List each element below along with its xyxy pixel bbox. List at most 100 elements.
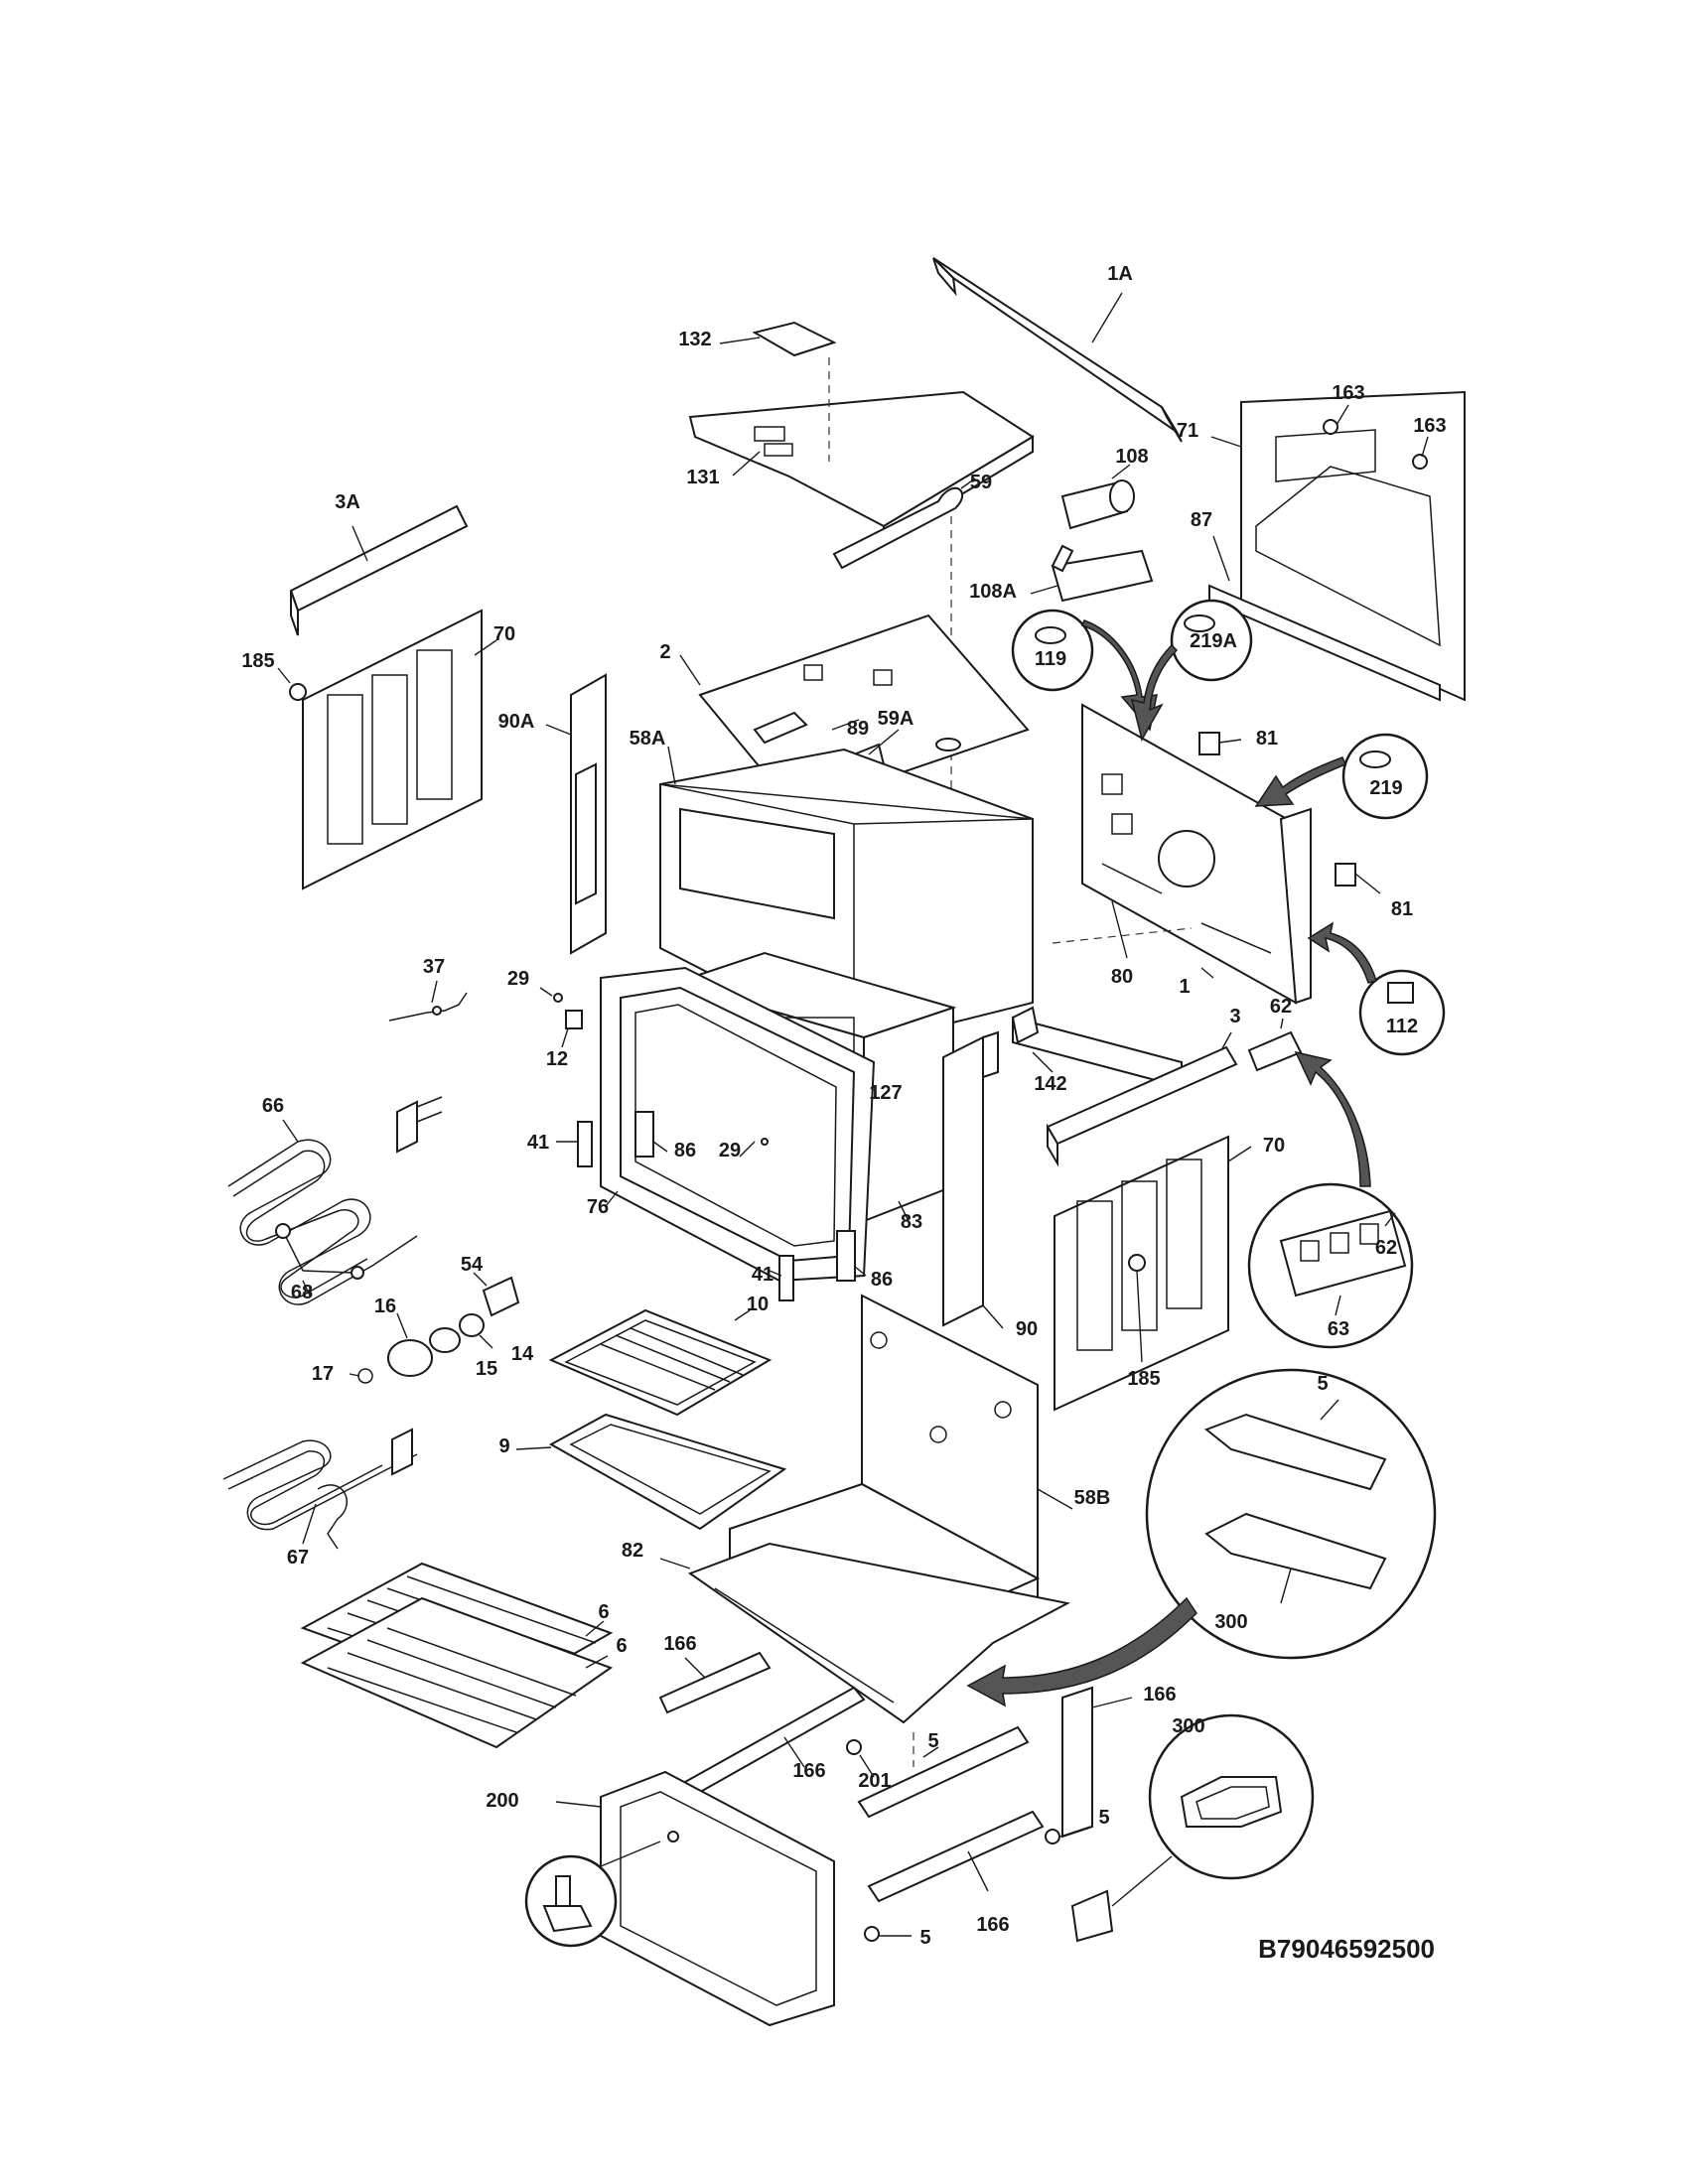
part-label: 119 xyxy=(1035,648,1066,670)
part-side-trim-right xyxy=(1046,1031,1238,1167)
part-lamp-cord xyxy=(349,1368,373,1384)
part-terminal-bracket-lower xyxy=(1335,863,1381,894)
part-bake-element xyxy=(222,1428,418,1550)
part-label: 16 xyxy=(374,1296,396,1317)
part-label: 63 xyxy=(1328,1318,1349,1340)
part-broil-element xyxy=(227,1096,443,1305)
part-label: 9 xyxy=(498,1435,509,1457)
part-label: 86 xyxy=(871,1269,893,1291)
part-label: 81 xyxy=(1256,728,1278,750)
part-drawer-bracket xyxy=(1061,1686,1133,1839)
part-terminal-block xyxy=(1247,1018,1303,1072)
part-lamp-socket xyxy=(473,1272,520,1317)
part-label: 5 xyxy=(1317,1373,1328,1395)
part-leveling-leg-3 xyxy=(864,1926,912,1942)
callout-300 xyxy=(966,1368,1437,1707)
part-label: 66 xyxy=(262,1095,284,1117)
part-label: 2 xyxy=(659,641,670,663)
part-label: 41 xyxy=(752,1264,774,1286)
part-fan-bracket xyxy=(1030,544,1154,603)
diagram-code: B79046592500 xyxy=(1258,1934,1435,1964)
part-label: 108 xyxy=(1115,446,1148,468)
part-drawer-slide-lower xyxy=(867,1810,1045,1903)
part-rear-panel xyxy=(1208,390,1466,702)
part-label: 185 xyxy=(241,650,274,672)
callout-170 xyxy=(1070,1713,1315,1943)
part-label: 166 xyxy=(663,1633,696,1655)
part-label: 62 xyxy=(1270,996,1292,1018)
part-lamp-cover xyxy=(387,1312,461,1377)
part-label: 29 xyxy=(507,968,529,990)
part-label: 10 xyxy=(747,1294,769,1315)
part-lamp-bulb xyxy=(459,1313,493,1349)
part-leveling-leg-1 xyxy=(846,1739,875,1778)
part-label: 3 xyxy=(1229,1006,1240,1027)
part-label: 83 xyxy=(901,1211,922,1233)
part-label: 67 xyxy=(287,1547,309,1569)
part-label: 90A xyxy=(498,711,535,733)
part-label: 81 xyxy=(1391,898,1413,920)
part-label: 6 xyxy=(616,1635,627,1657)
part-label: 71 xyxy=(1177,420,1198,442)
part-label: 142 xyxy=(1034,1073,1066,1095)
part-label: 219A xyxy=(1190,630,1237,652)
part-hinge-lower xyxy=(836,1230,867,1282)
part-label: 1 xyxy=(1179,976,1190,998)
part-door-switch xyxy=(561,1010,583,1048)
part-control-back-panel xyxy=(1052,703,1312,1005)
part-broiler-pan-grid xyxy=(548,1308,773,1417)
part-label: 219 xyxy=(1369,777,1402,799)
part-top-rail xyxy=(932,257,1183,443)
part-label: 112 xyxy=(1386,1016,1418,1037)
part-label: 14 xyxy=(511,1343,534,1365)
part-label: 166 xyxy=(1143,1684,1176,1706)
part-screw-inner xyxy=(739,1138,769,1158)
part-label: 68 xyxy=(291,1282,313,1303)
part-label: 131 xyxy=(686,467,719,488)
part-label: 108A xyxy=(969,581,1017,603)
part-vent-trim xyxy=(1011,1006,1183,1089)
callout-leveling-leg xyxy=(524,1841,661,1948)
part-front-frame-strip xyxy=(898,1030,1004,1329)
part-terminal-bracket-upper xyxy=(1198,732,1242,755)
part-fan-assembly xyxy=(1060,464,1135,530)
part-label: 300 xyxy=(1214,1611,1247,1633)
part-label: 54 xyxy=(461,1254,484,1276)
part-drawer-slide-middle xyxy=(683,1686,866,1797)
part-label: 17 xyxy=(312,1363,334,1385)
part-label: 300 xyxy=(1172,1715,1204,1737)
part-label: 70 xyxy=(1263,1135,1285,1157)
part-drawer-slide-right xyxy=(857,1725,1030,1819)
part-label: 201 xyxy=(858,1770,891,1792)
part-label: 37 xyxy=(423,956,445,978)
part-broiler-pan xyxy=(515,1413,787,1531)
part-label: 5 xyxy=(919,1927,930,1949)
part-label: 127 xyxy=(869,1082,902,1104)
callout-219 xyxy=(1254,733,1429,820)
part-label: 132 xyxy=(678,329,711,350)
part-insulation-strip xyxy=(545,673,607,955)
part-hinge-upper xyxy=(634,1111,668,1158)
part-label: 5 xyxy=(927,1730,938,1752)
part-label: 70 xyxy=(493,623,515,645)
part-label: 163 xyxy=(1413,415,1446,437)
part-label: 87 xyxy=(1191,509,1212,531)
part-label: 5 xyxy=(1098,1807,1109,1829)
part-label: 29 xyxy=(719,1140,741,1161)
part-label: 58B xyxy=(1074,1487,1111,1509)
part-oven-rack-lower xyxy=(300,1596,614,1749)
part-label: 6 xyxy=(598,1601,609,1623)
part-label: 166 xyxy=(792,1760,825,1782)
part-label: 58A xyxy=(630,728,666,750)
part-oven-sensor xyxy=(388,980,468,1022)
callout-62-63 xyxy=(1247,1050,1414,1349)
part-label: 82 xyxy=(622,1540,643,1562)
part-cover-plate xyxy=(719,321,837,357)
part-oven-bottom xyxy=(659,1542,1070,1767)
part-label: 3A xyxy=(335,491,360,513)
part-label: 89 xyxy=(847,718,869,740)
part-label: 59A xyxy=(878,708,914,730)
part-label: 90 xyxy=(1016,1318,1038,1340)
